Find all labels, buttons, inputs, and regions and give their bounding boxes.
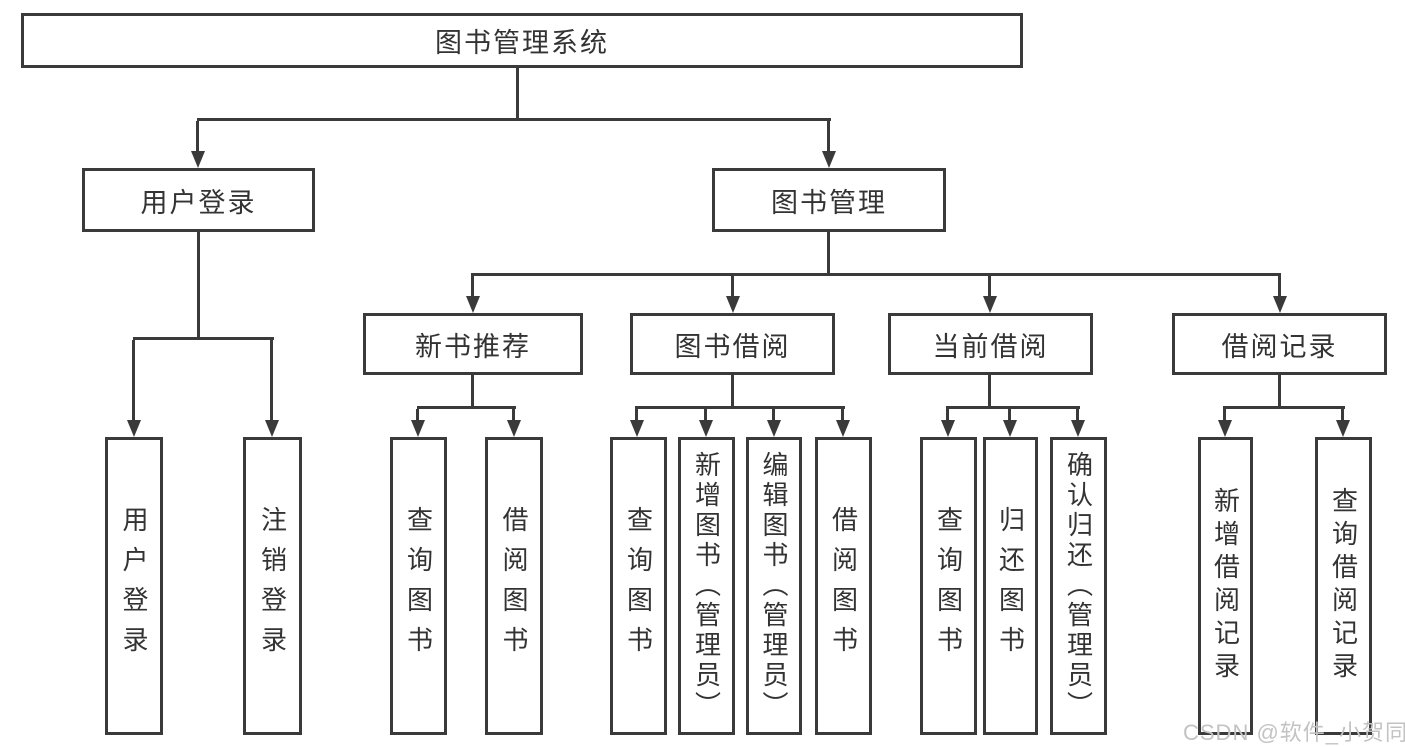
connector-arrow-query-books-recommend bbox=[411, 409, 425, 437]
connector-arrow-leaf-user-login bbox=[127, 340, 141, 437]
connector-arrow-edit-book bbox=[767, 409, 781, 437]
connector-arrow-borrow-books-recommend bbox=[507, 409, 521, 437]
connector-arrow-borrowing-records bbox=[1273, 276, 1287, 313]
connector-arrow-query-books-current bbox=[941, 409, 955, 437]
node-library-management-system: 图书管理系统 bbox=[21, 13, 1023, 68]
leaf-add-book-admin: 新增图书（管理员） bbox=[678, 437, 735, 735]
connector-current-stem bbox=[988, 375, 991, 406]
connector-arrow-query-books-borrowing bbox=[630, 409, 644, 437]
node-current-borrowing: 当前借阅 bbox=[888, 313, 1093, 375]
connector-arrow-book-borrowing bbox=[726, 276, 740, 313]
connector-root-rail bbox=[197, 118, 831, 121]
leaf-query-books-borrowing: 查询图书 bbox=[610, 437, 667, 735]
connector-user-login-rail bbox=[133, 337, 274, 340]
connector-arrow-current-borrowing bbox=[983, 276, 997, 313]
connector-arrow-add-borrow-record bbox=[1218, 409, 1232, 437]
connector-arrow-confirm-return bbox=[1071, 409, 1085, 437]
leaf-query-borrow-record: 查询借阅记录 bbox=[1315, 437, 1372, 735]
connector-records-rail bbox=[1223, 406, 1345, 409]
connector-borrowing-stem bbox=[731, 375, 734, 406]
connector-book-management-rail bbox=[471, 273, 1281, 276]
connector-arrow-add-book bbox=[699, 409, 713, 437]
connector-user-login-stem bbox=[197, 232, 200, 337]
connector-arrow-borrow-books-borrowing bbox=[836, 409, 850, 437]
connector-root-stem bbox=[516, 68, 519, 118]
connector-book-management-stem bbox=[827, 232, 830, 273]
connector-arrow-query-borrow-record bbox=[1336, 409, 1350, 437]
node-borrowing-records: 借阅记录 bbox=[1172, 313, 1387, 375]
leaf-borrow-books-recommend: 借阅图书 bbox=[485, 437, 543, 735]
node-new-book-recommendation: 新书推荐 bbox=[363, 313, 583, 375]
connector-records-stem bbox=[1278, 375, 1281, 406]
connector-arrow-leaf-logout bbox=[265, 340, 279, 437]
connector-arrow-book-management bbox=[822, 121, 836, 168]
leaf-confirm-return-admin: 确认归还（管理员） bbox=[1050, 437, 1107, 735]
leaf-add-borrow-record: 新增借阅记录 bbox=[1198, 437, 1253, 735]
leaf-return-books: 归还图书 bbox=[983, 437, 1038, 735]
connector-arrow-return-books bbox=[1003, 409, 1017, 437]
connector-borrowing-rail bbox=[635, 406, 845, 409]
connector-recommend-stem bbox=[471, 375, 474, 406]
connector-arrow-user-login bbox=[191, 121, 205, 168]
connector-current-rail bbox=[946, 406, 1080, 409]
leaf-edit-book-admin: 编辑图书（管理员） bbox=[746, 437, 802, 735]
leaf-borrow-books-borrowing: 借阅图书 bbox=[815, 437, 872, 735]
node-user-login: 用户登录 bbox=[82, 168, 315, 232]
watermark: CSDN @软件_小贺同学 bbox=[1183, 720, 1405, 745]
leaf-query-books-recommend: 查询图书 bbox=[390, 437, 447, 735]
leaf-user-login: 用户登录 bbox=[105, 437, 163, 735]
connector-recommend-rail bbox=[417, 406, 516, 409]
leaf-query-books-current: 查询图书 bbox=[920, 437, 977, 735]
leaf-logout: 注销登录 bbox=[243, 437, 302, 735]
node-book-borrowing: 图书借阅 bbox=[630, 313, 835, 375]
node-book-management: 图书管理 bbox=[712, 168, 946, 232]
connector-arrow-new-book-recommendation bbox=[466, 276, 480, 313]
